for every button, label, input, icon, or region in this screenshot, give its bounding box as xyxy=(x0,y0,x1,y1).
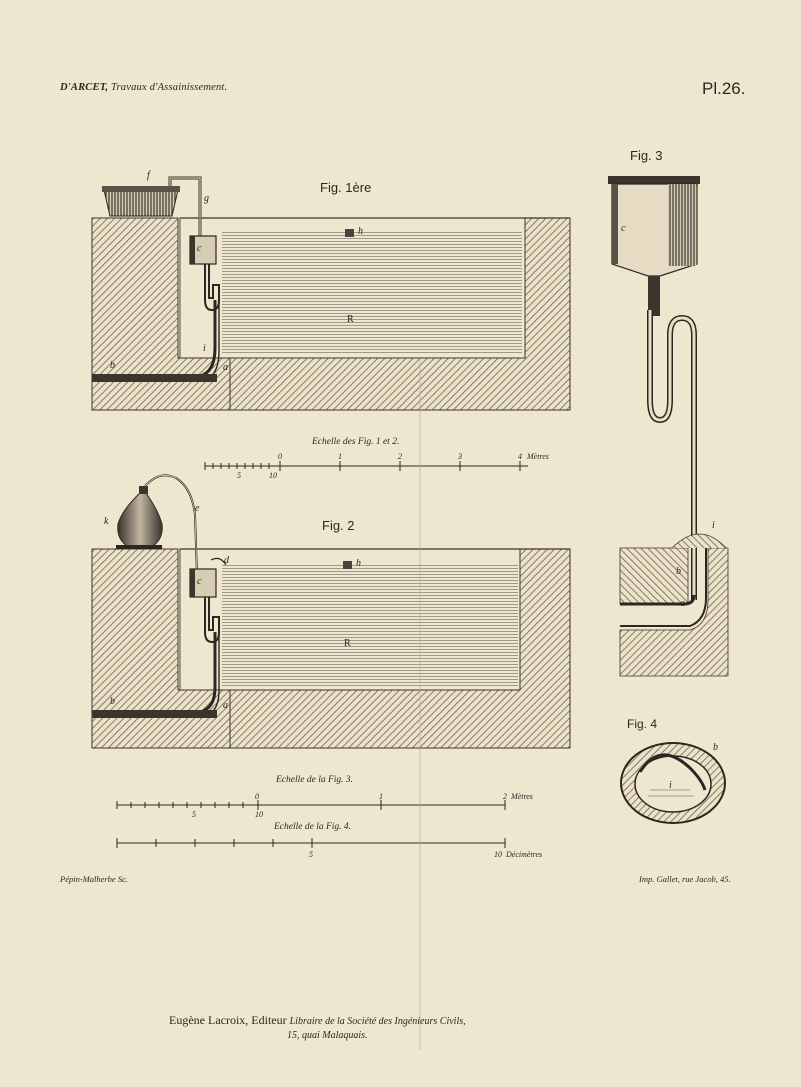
fig2-letter-h: h xyxy=(356,558,361,569)
scale12-subtick-5: 5 xyxy=(237,471,241,480)
fig1-letter-R: R xyxy=(347,314,354,325)
fig2-letter-b: b xyxy=(110,696,115,707)
publisher-name: Eugène Lacroix, Editeur xyxy=(169,1013,287,1027)
scale12-title: Echelle des Fig. 1 et 2. xyxy=(312,437,400,447)
fig2-letter-d: d xyxy=(224,555,229,566)
fig1-title: Fig. 1ère xyxy=(320,180,372,195)
fig4-letter-i: i xyxy=(669,780,672,791)
scale4-tick-5: 5 xyxy=(309,850,313,859)
fig2-siphon xyxy=(204,597,220,644)
fig1-siphon xyxy=(204,264,220,312)
scale12-tick-3: 3 xyxy=(458,452,462,461)
fig2-drawing xyxy=(91,474,571,749)
fig2-float xyxy=(343,561,352,569)
fig3-letter-i: i xyxy=(712,520,715,531)
scale4-tick-10: 10 xyxy=(494,850,502,859)
fig3-letter-a: a xyxy=(680,598,685,609)
scale4-unit: Décimètres xyxy=(506,850,543,859)
scale12-unit: Mètres xyxy=(527,452,549,461)
fig2-letter-e: e xyxy=(195,503,200,514)
fig1-float xyxy=(345,229,354,237)
fig1-drawing xyxy=(91,176,571,411)
printer-credit: Imp. Gallet, rue Jacob, 45. xyxy=(639,874,731,884)
publisher-address: 15, quai Malaquais. xyxy=(287,1030,368,1041)
publisher-line: Eugène Lacroix, Editeur Libraire de la S… xyxy=(169,1013,466,1028)
fig1-letter-i: i xyxy=(203,343,206,354)
scale3-subtick-10: 10 xyxy=(255,810,263,819)
fig1-letter-a: a xyxy=(223,362,228,373)
fig2-letter-R: R xyxy=(344,638,351,649)
header-work: Travaux d'Assainissement. xyxy=(111,82,228,93)
fig3-letter-b: b xyxy=(676,566,681,577)
fig4-drawing xyxy=(620,742,726,824)
fig1-letter-b: b xyxy=(110,360,115,371)
scale12-tick-2: 2 xyxy=(398,452,402,461)
fig2-letter-k: k xyxy=(104,516,109,527)
fig1-letter-f: f xyxy=(147,170,150,181)
fig3-title: Fig. 3 xyxy=(630,148,663,163)
fig1-reservoir-water xyxy=(222,232,522,354)
fig4-title: Fig. 4 xyxy=(627,717,658,731)
scale12-tick-0: 0 xyxy=(278,452,282,461)
fig3-letter-c: c xyxy=(621,223,626,234)
scale3-tick-0: 0 xyxy=(255,792,259,801)
scale12-subtick-10: 10 xyxy=(269,471,277,480)
fig1-basin-f xyxy=(102,186,180,217)
publisher-desc: Libraire de la Société des Ingénieurs Ci… xyxy=(289,1016,466,1027)
fig2-letter-c: c xyxy=(197,576,202,587)
plate-number: Pl.26. xyxy=(702,79,746,98)
scale12-tick-1: 1 xyxy=(338,452,342,461)
header-title: D'ARCET, Travaux d'Assainissement. xyxy=(60,82,227,93)
scale3-unit: Mètres xyxy=(511,792,533,801)
engraver-credit: Pépin-Malherbe Sc. xyxy=(60,874,128,884)
scale12-bar xyxy=(204,461,528,471)
fig4-letter-b: b xyxy=(713,742,718,753)
fig2-title: Fig. 2 xyxy=(322,518,355,533)
scale4-title: Echelle de la Fig. 4. xyxy=(274,822,352,832)
scale3-tick-2: 2 xyxy=(503,792,507,801)
fig1-letter-h: h xyxy=(358,226,363,237)
fig3-drawing xyxy=(608,176,729,677)
fig2-reservoir-water xyxy=(222,565,518,687)
scale3-title: Echelle de la Fig. 3. xyxy=(276,775,354,785)
scale12-tick-4: 4 xyxy=(518,452,522,461)
scale3-bar xyxy=(116,800,506,810)
scale4-bar xyxy=(116,838,506,848)
scale3-subtick-5: 5 xyxy=(192,810,196,819)
scale3-tick-1: 1 xyxy=(379,792,383,801)
fig2-bottle-k xyxy=(116,486,163,549)
header-author: D'ARCET, xyxy=(60,82,109,93)
fig1-letter-g: g xyxy=(204,193,209,204)
fig2-letter-a: a xyxy=(223,700,228,711)
fig1-letter-c: c xyxy=(197,243,202,254)
